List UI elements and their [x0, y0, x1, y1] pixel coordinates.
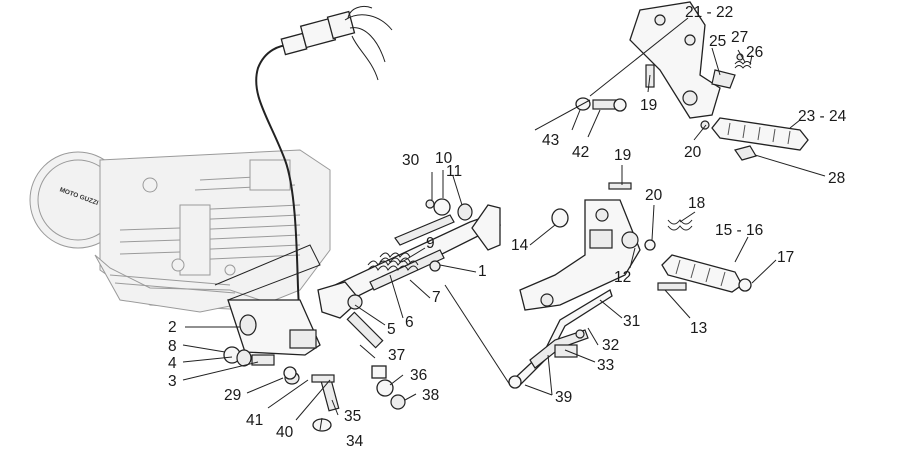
callout-36: 36 [410, 367, 427, 384]
callout-2: 2 [168, 319, 177, 336]
callout-11: 11 [446, 163, 462, 180]
callout-1: 1 [478, 263, 487, 280]
callout-14: 14 [511, 237, 529, 254]
callout-41: 41 [246, 412, 263, 429]
callout-34: 34 [346, 433, 364, 450]
callout-29: 29 [224, 387, 241, 404]
callout-28: 28 [828, 170, 845, 187]
callout-33: 33 [597, 357, 614, 374]
sidestand-switch-cable [255, 5, 393, 316]
callout-19-mid: 19 [614, 147, 631, 164]
front-footrest-assembly [508, 182, 752, 389]
callout-21-22: 21 - 22 [685, 4, 733, 21]
callout-43: 43 [542, 132, 559, 149]
callout-4: 4 [168, 355, 177, 372]
callout-leaders [182, 17, 826, 431]
callout-32: 32 [602, 337, 619, 354]
callout-8: 8 [168, 338, 177, 355]
callout-labels: 2 8 4 3 29 41 40 34 35 37 36 38 30 10 11… [168, 4, 847, 450]
callout-20-mid: 20 [645, 187, 663, 204]
side-stand-assembly [214, 198, 502, 432]
callout-3: 3 [168, 373, 177, 390]
rear-footrest-assembly [575, 1, 809, 161]
callout-18: 18 [688, 195, 705, 212]
callout-42: 42 [572, 144, 589, 161]
callout-10: 10 [435, 150, 453, 167]
callout-25: 25 [709, 33, 726, 50]
callout-19-top: 19 [640, 97, 657, 114]
callout-12: 12 [614, 269, 631, 286]
engine-block-illustration: MOTO GUZZI [29, 149, 331, 313]
callout-30: 30 [402, 152, 420, 169]
callout-7: 7 [432, 289, 441, 306]
callout-27: 27 [731, 29, 748, 46]
callout-15-16: 15 - 16 [715, 222, 763, 239]
callout-23-24: 23 - 24 [798, 108, 847, 125]
callout-38: 38 [422, 387, 439, 404]
callout-5: 5 [387, 321, 396, 338]
callout-40: 40 [276, 424, 294, 441]
callout-13: 13 [690, 320, 707, 337]
callout-17: 17 [777, 249, 794, 266]
callout-37: 37 [388, 347, 405, 364]
callout-35: 35 [344, 408, 361, 425]
callout-9: 9 [426, 235, 435, 252]
callout-6: 6 [405, 314, 414, 331]
callout-26: 26 [746, 44, 763, 61]
callout-31: 31 [623, 313, 640, 330]
callout-39: 39 [555, 389, 572, 406]
callout-20-top: 20 [684, 144, 702, 161]
